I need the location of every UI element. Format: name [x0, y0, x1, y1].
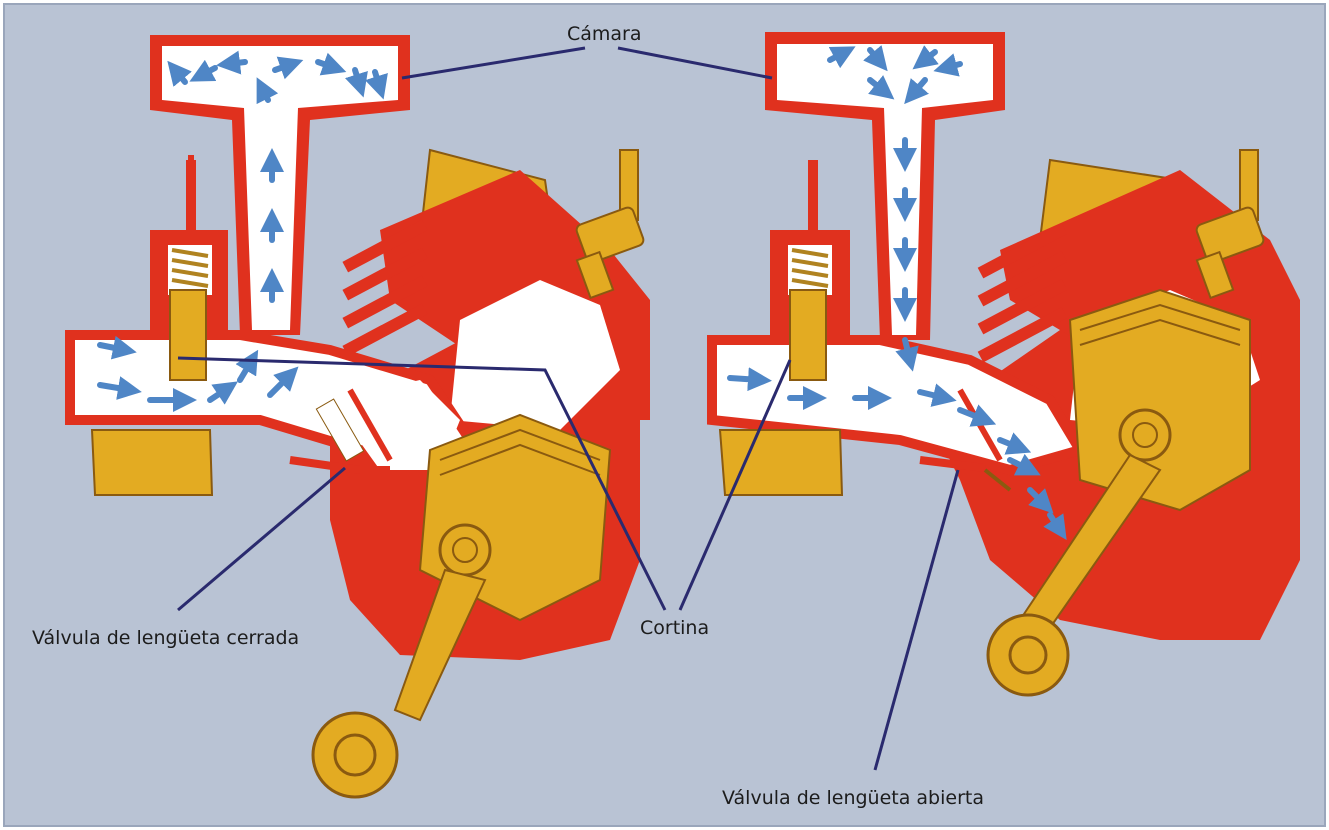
- spark-plug-left: [575, 149, 645, 300]
- flow-arrows-left: [97, 50, 388, 412]
- engine-right-open: [707, 32, 1300, 697]
- chamber-right: [765, 32, 1005, 340]
- label-reed-closed: Válvula de lengüeta cerrada: [32, 627, 299, 649]
- throttle-slide-right: [789, 289, 827, 381]
- piston-right: [986, 288, 1251, 697]
- label-reed-open: Válvula de lengüeta abierta: [722, 787, 984, 809]
- cooling-fins-right: [977, 223, 1068, 363]
- leader-lines: [177, 46, 960, 771]
- leader-chamber-right: [617, 46, 773, 80]
- carburetor-bowl-left: [90, 429, 214, 496]
- cooling-fins-left: [342, 219, 428, 357]
- label-curtain: Cortina: [640, 617, 709, 639]
- engine-left-closed: [65, 35, 650, 799]
- leader-reed-open: [873, 469, 960, 771]
- leader-reed-closed: [177, 466, 346, 612]
- spark-plug-right: [1195, 149, 1265, 300]
- piston-left: [311, 413, 612, 799]
- leader-chamber-left: [401, 46, 586, 80]
- carburetor-bowl-right: [718, 429, 844, 496]
- leader-curtain-left: [177, 356, 667, 611]
- throttle-slide-left: [169, 289, 207, 381]
- reed-valve-closed: [289, 388, 393, 474]
- flow-arrows-right: [727, 45, 1067, 540]
- label-chamber: Cámara: [567, 23, 642, 45]
- leader-curtain-right: [678, 359, 792, 611]
